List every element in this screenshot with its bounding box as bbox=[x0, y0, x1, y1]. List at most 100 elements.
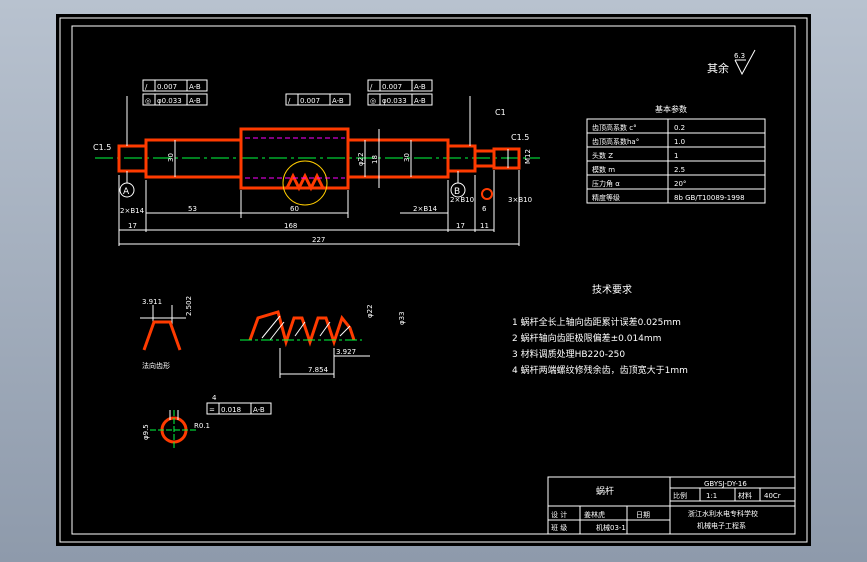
param-name: 压力角 α bbox=[592, 179, 620, 188]
tolerance-value: φ0.033 bbox=[382, 97, 407, 105]
designer: 姜林虎 bbox=[584, 510, 605, 519]
dim-17-right: 17 bbox=[456, 222, 465, 230]
dim-2b14-left: 2×B14 bbox=[120, 207, 145, 215]
center-hole-icon bbox=[481, 188, 493, 200]
tolerance-cell bbox=[411, 79, 433, 92]
scale-label: 比例 bbox=[673, 491, 687, 500]
school-line1: 浙江水利水电专科学校 bbox=[688, 509, 758, 518]
param-value: 8b GB/T10089-1998 bbox=[674, 194, 745, 202]
tech-req-title: 技术要求 bbox=[592, 283, 632, 296]
d-thread-22: φ22 bbox=[366, 304, 374, 318]
worm-shaft bbox=[117, 127, 521, 190]
hidden-lines bbox=[245, 137, 345, 179]
keyway-section bbox=[150, 410, 198, 450]
tolerance-cell bbox=[411, 93, 433, 106]
dim-d22: φ22 bbox=[357, 152, 365, 166]
tech-req-item: 1 蜗杆全长上轴向齿距累计误差0.025mm bbox=[512, 316, 681, 328]
tech-req-list: 1 蜗杆全长上轴向齿距累计误差0.025mm 2 蜗杆轴向齿距极限偏差±0.014… bbox=[512, 316, 688, 376]
dim-2b10: 2×B10 bbox=[450, 196, 474, 204]
title-block bbox=[547, 476, 796, 535]
tech-req-item: 2 蜗杆轴向齿距极限偏差±0.014mm bbox=[512, 332, 661, 344]
datum-a-label: A bbox=[123, 187, 130, 197]
tooth-label: 法向齿形 bbox=[142, 361, 170, 370]
tolerance-value: 0.007 bbox=[382, 83, 402, 91]
params-title: 基本参数 bbox=[655, 104, 687, 114]
tolerance-value: 0.007 bbox=[300, 97, 320, 105]
datum-a-marker bbox=[119, 171, 135, 198]
dim-17-left: 17 bbox=[128, 222, 137, 230]
tolerance-value: 0.007 bbox=[157, 83, 177, 91]
key-dim: 4 bbox=[212, 394, 217, 402]
param-name: 齿顶高系数ha° bbox=[592, 137, 639, 146]
d-key: φ9.5 bbox=[142, 424, 150, 440]
dim-m12: M12 bbox=[524, 149, 532, 164]
outer-border bbox=[59, 17, 808, 543]
params-rows: 齿顶高系数 c° 0.2 齿顶高系数ha° 1.0 头数 Z 1 模数 m 2.5 压力角 α 2… bbox=[592, 123, 745, 202]
param-name: 模数 m bbox=[592, 165, 615, 174]
tech-req-item: 3 材料调质处理HB220-250 bbox=[512, 348, 625, 360]
param-name: 齿顶高系数 c° bbox=[592, 123, 637, 132]
pitch-7854: 7.854 bbox=[308, 366, 329, 374]
param-name: 精度等级 bbox=[592, 193, 620, 202]
tolerance-value: ◎ bbox=[370, 97, 376, 105]
dim-6: 6 bbox=[482, 205, 487, 213]
param-value: 2.5 bbox=[674, 166, 685, 174]
dim-227: 227 bbox=[312, 236, 325, 244]
design-label: 设 计 bbox=[551, 510, 567, 519]
tooth-height: 2.502 bbox=[185, 296, 193, 316]
roughness-label: 其余 bbox=[707, 61, 729, 75]
tolerance-value: 0.018 bbox=[221, 406, 241, 414]
dim-d30-right: 30 bbox=[403, 153, 411, 162]
tolerance-value: A-B bbox=[414, 83, 426, 91]
tolerance-value: A-B bbox=[189, 83, 201, 91]
worm-thread-detail bbox=[282, 160, 328, 206]
dim-53: 53 bbox=[188, 205, 197, 213]
tolerance-value: = bbox=[209, 406, 215, 414]
class-label: 班 级 bbox=[551, 523, 567, 532]
dim-c15-left: C1.5 bbox=[93, 143, 111, 152]
datum-b-marker bbox=[450, 171, 466, 198]
drawing-sheet bbox=[56, 14, 811, 546]
school-line2: 机械电子工程系 bbox=[697, 521, 746, 530]
dim-60: 60 bbox=[290, 205, 299, 213]
dim-168: 168 bbox=[284, 222, 297, 230]
param-value: 1.0 bbox=[674, 138, 685, 146]
part-name: 蜗杆 bbox=[596, 485, 614, 497]
dim-11: 11 bbox=[480, 222, 489, 230]
axial-section-detail bbox=[240, 310, 370, 378]
param-value: 20° bbox=[674, 180, 686, 188]
tolerance-value: A-B bbox=[253, 406, 265, 414]
tolerance-value: A-B bbox=[332, 97, 344, 105]
params-table bbox=[586, 118, 766, 204]
dim-2b14-right: 2×B14 bbox=[413, 205, 438, 213]
tolerance-value: / bbox=[145, 83, 148, 91]
param-value: 1 bbox=[674, 152, 678, 160]
tolerance-cell bbox=[186, 79, 208, 92]
inner-border bbox=[71, 25, 796, 535]
tolerance-value: / bbox=[288, 97, 291, 105]
scale-value: 1:1 bbox=[706, 492, 717, 500]
material-value: 40Cr bbox=[764, 492, 781, 500]
tolerance-value: A-B bbox=[189, 97, 201, 105]
r01: R0.1 bbox=[194, 422, 210, 430]
tolerance-value: / bbox=[370, 83, 373, 91]
tooth-profile-detail bbox=[140, 305, 186, 351]
tooth-width: 3.911 bbox=[142, 298, 162, 306]
dimension-lines bbox=[118, 96, 520, 246]
material-label: 材料 bbox=[738, 491, 752, 500]
class-value: 机械03-1 bbox=[596, 523, 626, 532]
tolerance-value: ◎ bbox=[145, 97, 151, 105]
param-value: 0.2 bbox=[674, 124, 685, 132]
roughness-value: 6.3 bbox=[734, 52, 745, 60]
roughness-symbol-icon bbox=[734, 49, 756, 76]
dim-d18: 18 bbox=[371, 155, 379, 164]
dim-c15-right: C1.5 bbox=[511, 133, 529, 142]
pitch-3927: 3.927 bbox=[336, 348, 356, 356]
param-name: 头数 Z bbox=[592, 151, 613, 160]
tech-req-item: 4 蜗杆两端螺纹修残余齿，齿顶宽大于1mm bbox=[512, 364, 688, 376]
tolerance-value: A-B bbox=[414, 97, 426, 105]
dim-c1: C1 bbox=[495, 108, 506, 117]
date-label: 日期 bbox=[636, 511, 650, 519]
